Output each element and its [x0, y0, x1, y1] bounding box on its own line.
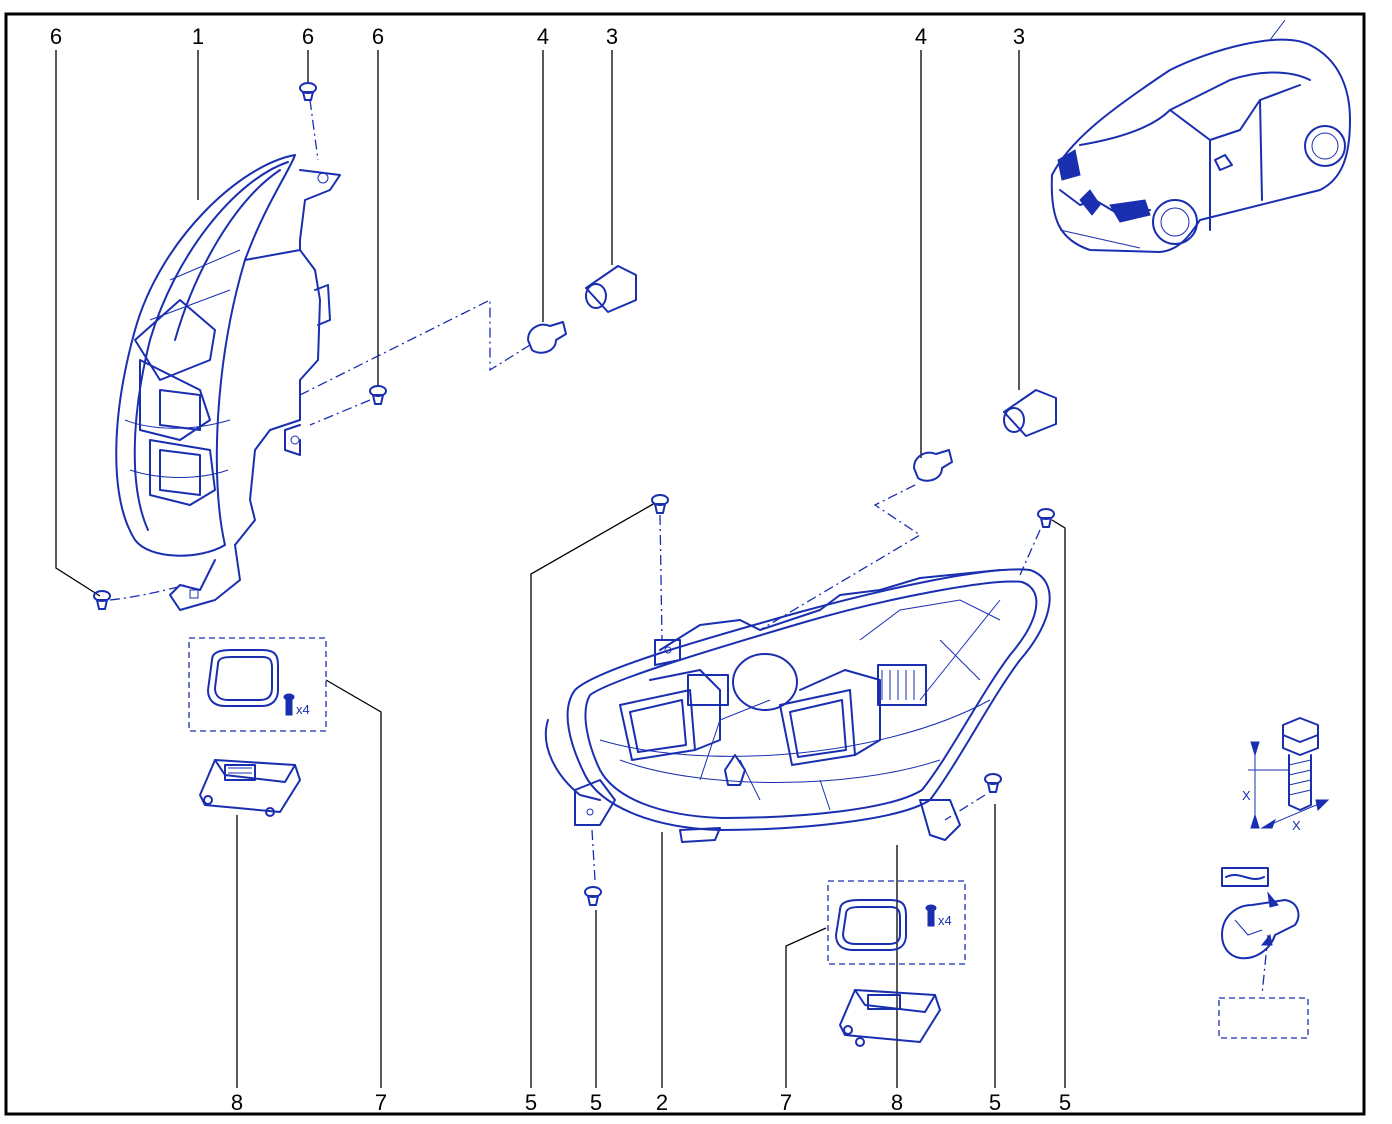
screw-5-topright: [1037, 508, 1055, 528]
headlamp-left: [115, 154, 341, 611]
bulb-4-left: [527, 321, 567, 354]
frame-border: [4, 12, 1366, 1116]
bulb-holder-3-left: [585, 265, 637, 313]
seal-kit-7-right: x4: [827, 880, 966, 965]
callout-7: 7: [375, 1090, 387, 1115]
callout-6: 6: [372, 24, 384, 49]
callout-3: 3: [606, 24, 618, 49]
vehicle-location-illustration: [1050, 19, 1351, 253]
callout-4: 4: [915, 24, 927, 49]
callout-8: 8: [891, 1090, 903, 1115]
callouts-top: 6 1 6 6 4 3 4 3: [50, 24, 1025, 49]
ballast-8-left: [199, 759, 301, 817]
dimension-x-label: X: [1292, 818, 1301, 833]
screw-6-top: [299, 82, 317, 101]
callout-5: 5: [989, 1090, 1001, 1115]
callout-5: 5: [1059, 1090, 1071, 1115]
callout-7: 7: [780, 1090, 792, 1115]
callout-8: 8: [231, 1090, 243, 1115]
ballast-8-right: [839, 989, 941, 1047]
bulb-4-right: [913, 449, 953, 482]
callout-4: 4: [537, 24, 549, 49]
callout-5: 5: [590, 1090, 602, 1115]
callout-6: 6: [50, 24, 62, 49]
callout-6: 6: [302, 24, 314, 49]
headlamp-right: [544, 568, 1051, 843]
qty-label: x4: [938, 913, 952, 928]
screw-6-mid: [369, 385, 387, 405]
callouts-bottom: 8 7 5 5 2 7 8 5 5: [231, 1090, 1071, 1115]
callout-2: 2: [656, 1090, 668, 1115]
tightening-torque-symbol: X X: [1242, 717, 1330, 833]
screw-5-midright: [984, 773, 1002, 793]
qty-label: x4: [296, 702, 310, 717]
screw-5-top: [651, 494, 669, 514]
leader-lines: [55, 50, 1066, 1088]
screw-5-bottom: [584, 886, 602, 906]
callout-1: 1: [192, 24, 204, 49]
bulb-holder-3-right: [1003, 389, 1057, 437]
callout-3: 3: [1013, 24, 1025, 49]
seal-kit-7-left: x4: [188, 637, 327, 732]
bulb-replace-symbol: [1218, 867, 1309, 1039]
dimension-x-label: X: [1242, 788, 1251, 803]
callout-5: 5: [525, 1090, 537, 1115]
screw-6-left: [93, 590, 111, 610]
